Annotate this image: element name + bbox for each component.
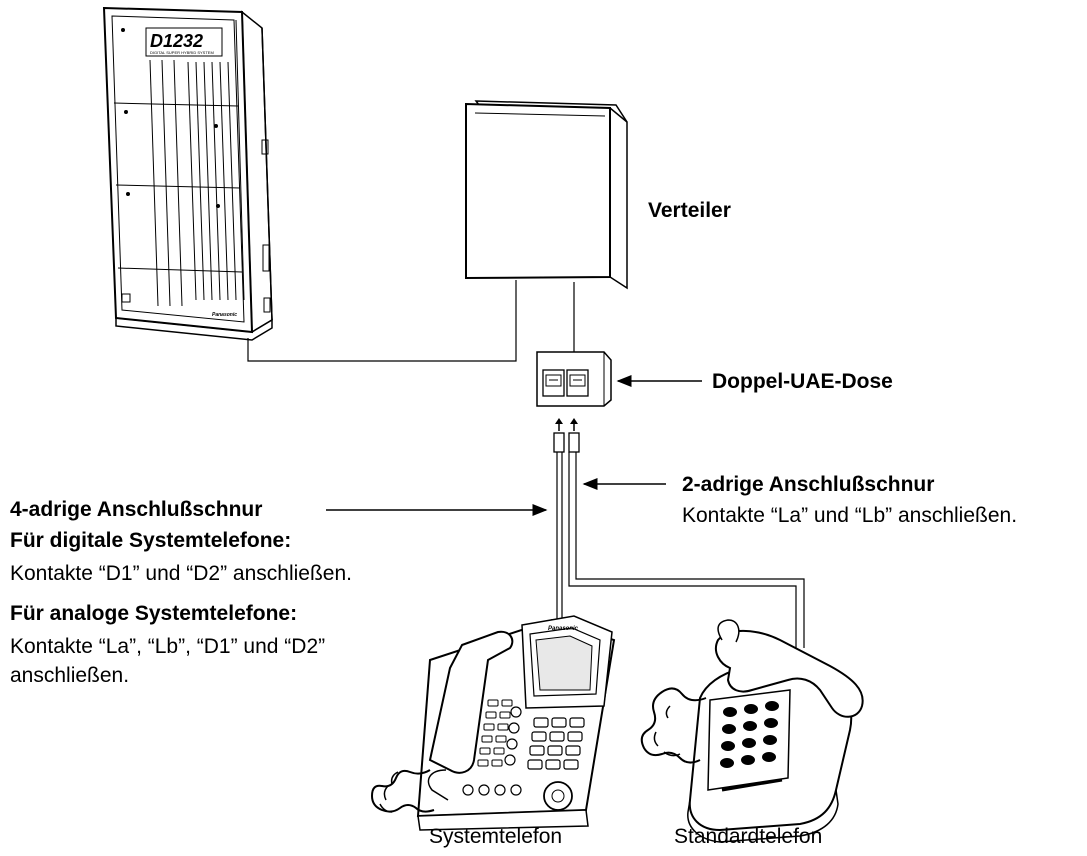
system-phone-brand: Panasonic bbox=[548, 626, 579, 632]
analog-text-line1: Kontakte “La”, “Lb”, “D1” und “D2” bbox=[10, 635, 326, 658]
analog-title: Für analoge Systemtelefone: bbox=[10, 602, 298, 625]
pbx-subtitle: DIGITAL SUPER HYBRID SYSTEM bbox=[150, 50, 214, 55]
pbx-model-label: D1232 bbox=[150, 31, 203, 51]
analog-text-line2: anschließen. bbox=[10, 664, 130, 687]
uae-dose-label: Doppel-UAE-Dose bbox=[712, 370, 893, 393]
verteiler-box bbox=[465, 100, 628, 290]
pbx-unit bbox=[102, 6, 273, 341]
system-telephone bbox=[370, 615, 616, 831]
plug-arrows bbox=[555, 418, 578, 431]
plugs bbox=[553, 432, 580, 453]
cord2-text: Kontakte “La” und “Lb” anschließen. bbox=[682, 504, 1018, 527]
cables-upper bbox=[247, 280, 575, 362]
cord4-title: 4-adrige Anschlußschnur bbox=[10, 498, 263, 521]
verteiler-label: Verteiler bbox=[648, 199, 731, 222]
digital-text: Kontakte “D1” und “D2” anschließen. bbox=[10, 562, 352, 585]
standard-phone-caption: Standardtelefon bbox=[674, 825, 823, 848]
uae-dose bbox=[536, 351, 612, 407]
pbx-brand: Panasonic bbox=[212, 312, 237, 318]
digital-title: Für digitale Systemtelefone: bbox=[10, 529, 292, 552]
standard-telephone bbox=[640, 619, 864, 843]
label-arrows bbox=[326, 375, 702, 516]
cables-lower bbox=[556, 452, 805, 648]
system-phone-caption: Systemtelefon bbox=[429, 825, 563, 848]
cord2-title: 2-adrige Anschlußschnur bbox=[682, 473, 935, 496]
